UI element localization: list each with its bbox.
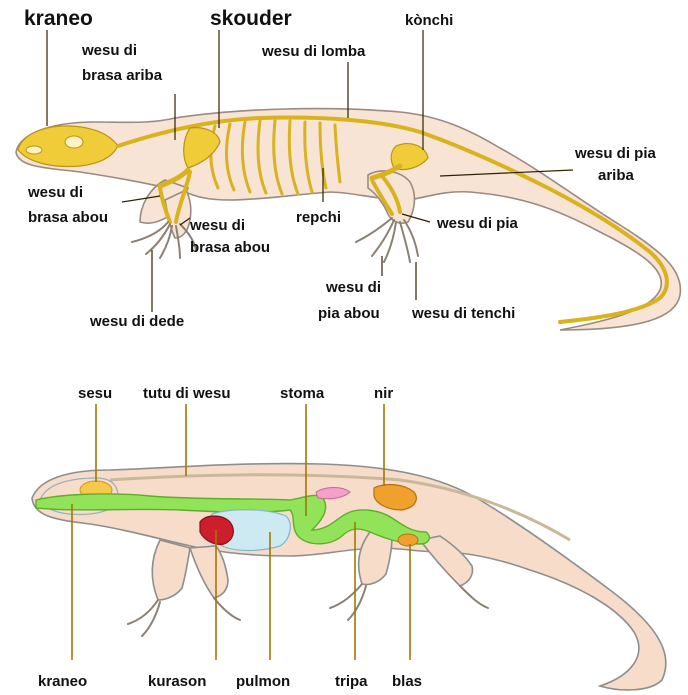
- label-konchi: kònchi: [405, 12, 453, 29]
- label-wesu-di-brasa-abou-left-line1: wesu di: [27, 184, 83, 201]
- label-wesu-di-brasa-abou-left-line2: brasa abou: [28, 209, 108, 226]
- nostril: [26, 146, 42, 154]
- label-wesu-di-brasa-ariba-line1: wesu di: [81, 42, 137, 59]
- label-wesu-di-dede: wesu di dede: [89, 313, 184, 330]
- label-kraneo-top: kraneo: [24, 7, 93, 30]
- skeleton-body-silhouette: [16, 109, 680, 330]
- bladder-organ: [398, 534, 418, 546]
- label-wesu-di-brasa-ariba-line2: brasa ariba: [82, 67, 163, 84]
- label-blas: blas: [392, 673, 422, 690]
- label-tutu-di-wesu: tutu di wesu: [143, 385, 231, 402]
- label-nir: nir: [374, 385, 393, 402]
- label-wesu-di-tenchi: wesu di tenchi: [411, 305, 515, 322]
- label-sesu: sesu: [78, 385, 112, 402]
- label-wesu-di-pia-ariba-line2: ariba: [598, 167, 635, 184]
- label-kurason: kurason: [148, 673, 206, 690]
- organs-panel: sesu tutu di wesu stoma nir kraneo kuras…: [32, 385, 666, 690]
- label-wesu-di-pia-abou-line1: wesu di: [325, 279, 381, 296]
- eye-socket: [65, 136, 83, 148]
- label-wesu-di-pia-ariba-line1: wesu di pia: [574, 145, 657, 162]
- label-skouder: skouder: [210, 7, 292, 30]
- hind-claws: [356, 218, 418, 262]
- label-wesu-di-brasa-abou-right-line2: brasa abou: [190, 239, 270, 256]
- label-pulmon: pulmon: [236, 673, 290, 690]
- label-wesu-di-brasa-abou-right-line1: wesu di: [189, 217, 245, 234]
- organs-claws: [128, 584, 488, 636]
- organs-front-leg: [152, 540, 190, 600]
- label-repchi: repchi: [296, 209, 341, 226]
- label-wesu-di-lomba: wesu di lomba: [261, 43, 366, 60]
- organs-front-leg2: [190, 546, 228, 598]
- label-wesu-di-pia-abou-line2: pia abou: [318, 305, 380, 322]
- label-stoma: stoma: [280, 385, 325, 402]
- label-kraneo-bottom: kraneo: [38, 673, 87, 690]
- label-tripa: tripa: [335, 673, 368, 690]
- skeleton-panel: kraneo skouder kònchi wesu di brasa arib…: [16, 7, 680, 330]
- label-wesu-di-pia: wesu di pia: [436, 215, 519, 232]
